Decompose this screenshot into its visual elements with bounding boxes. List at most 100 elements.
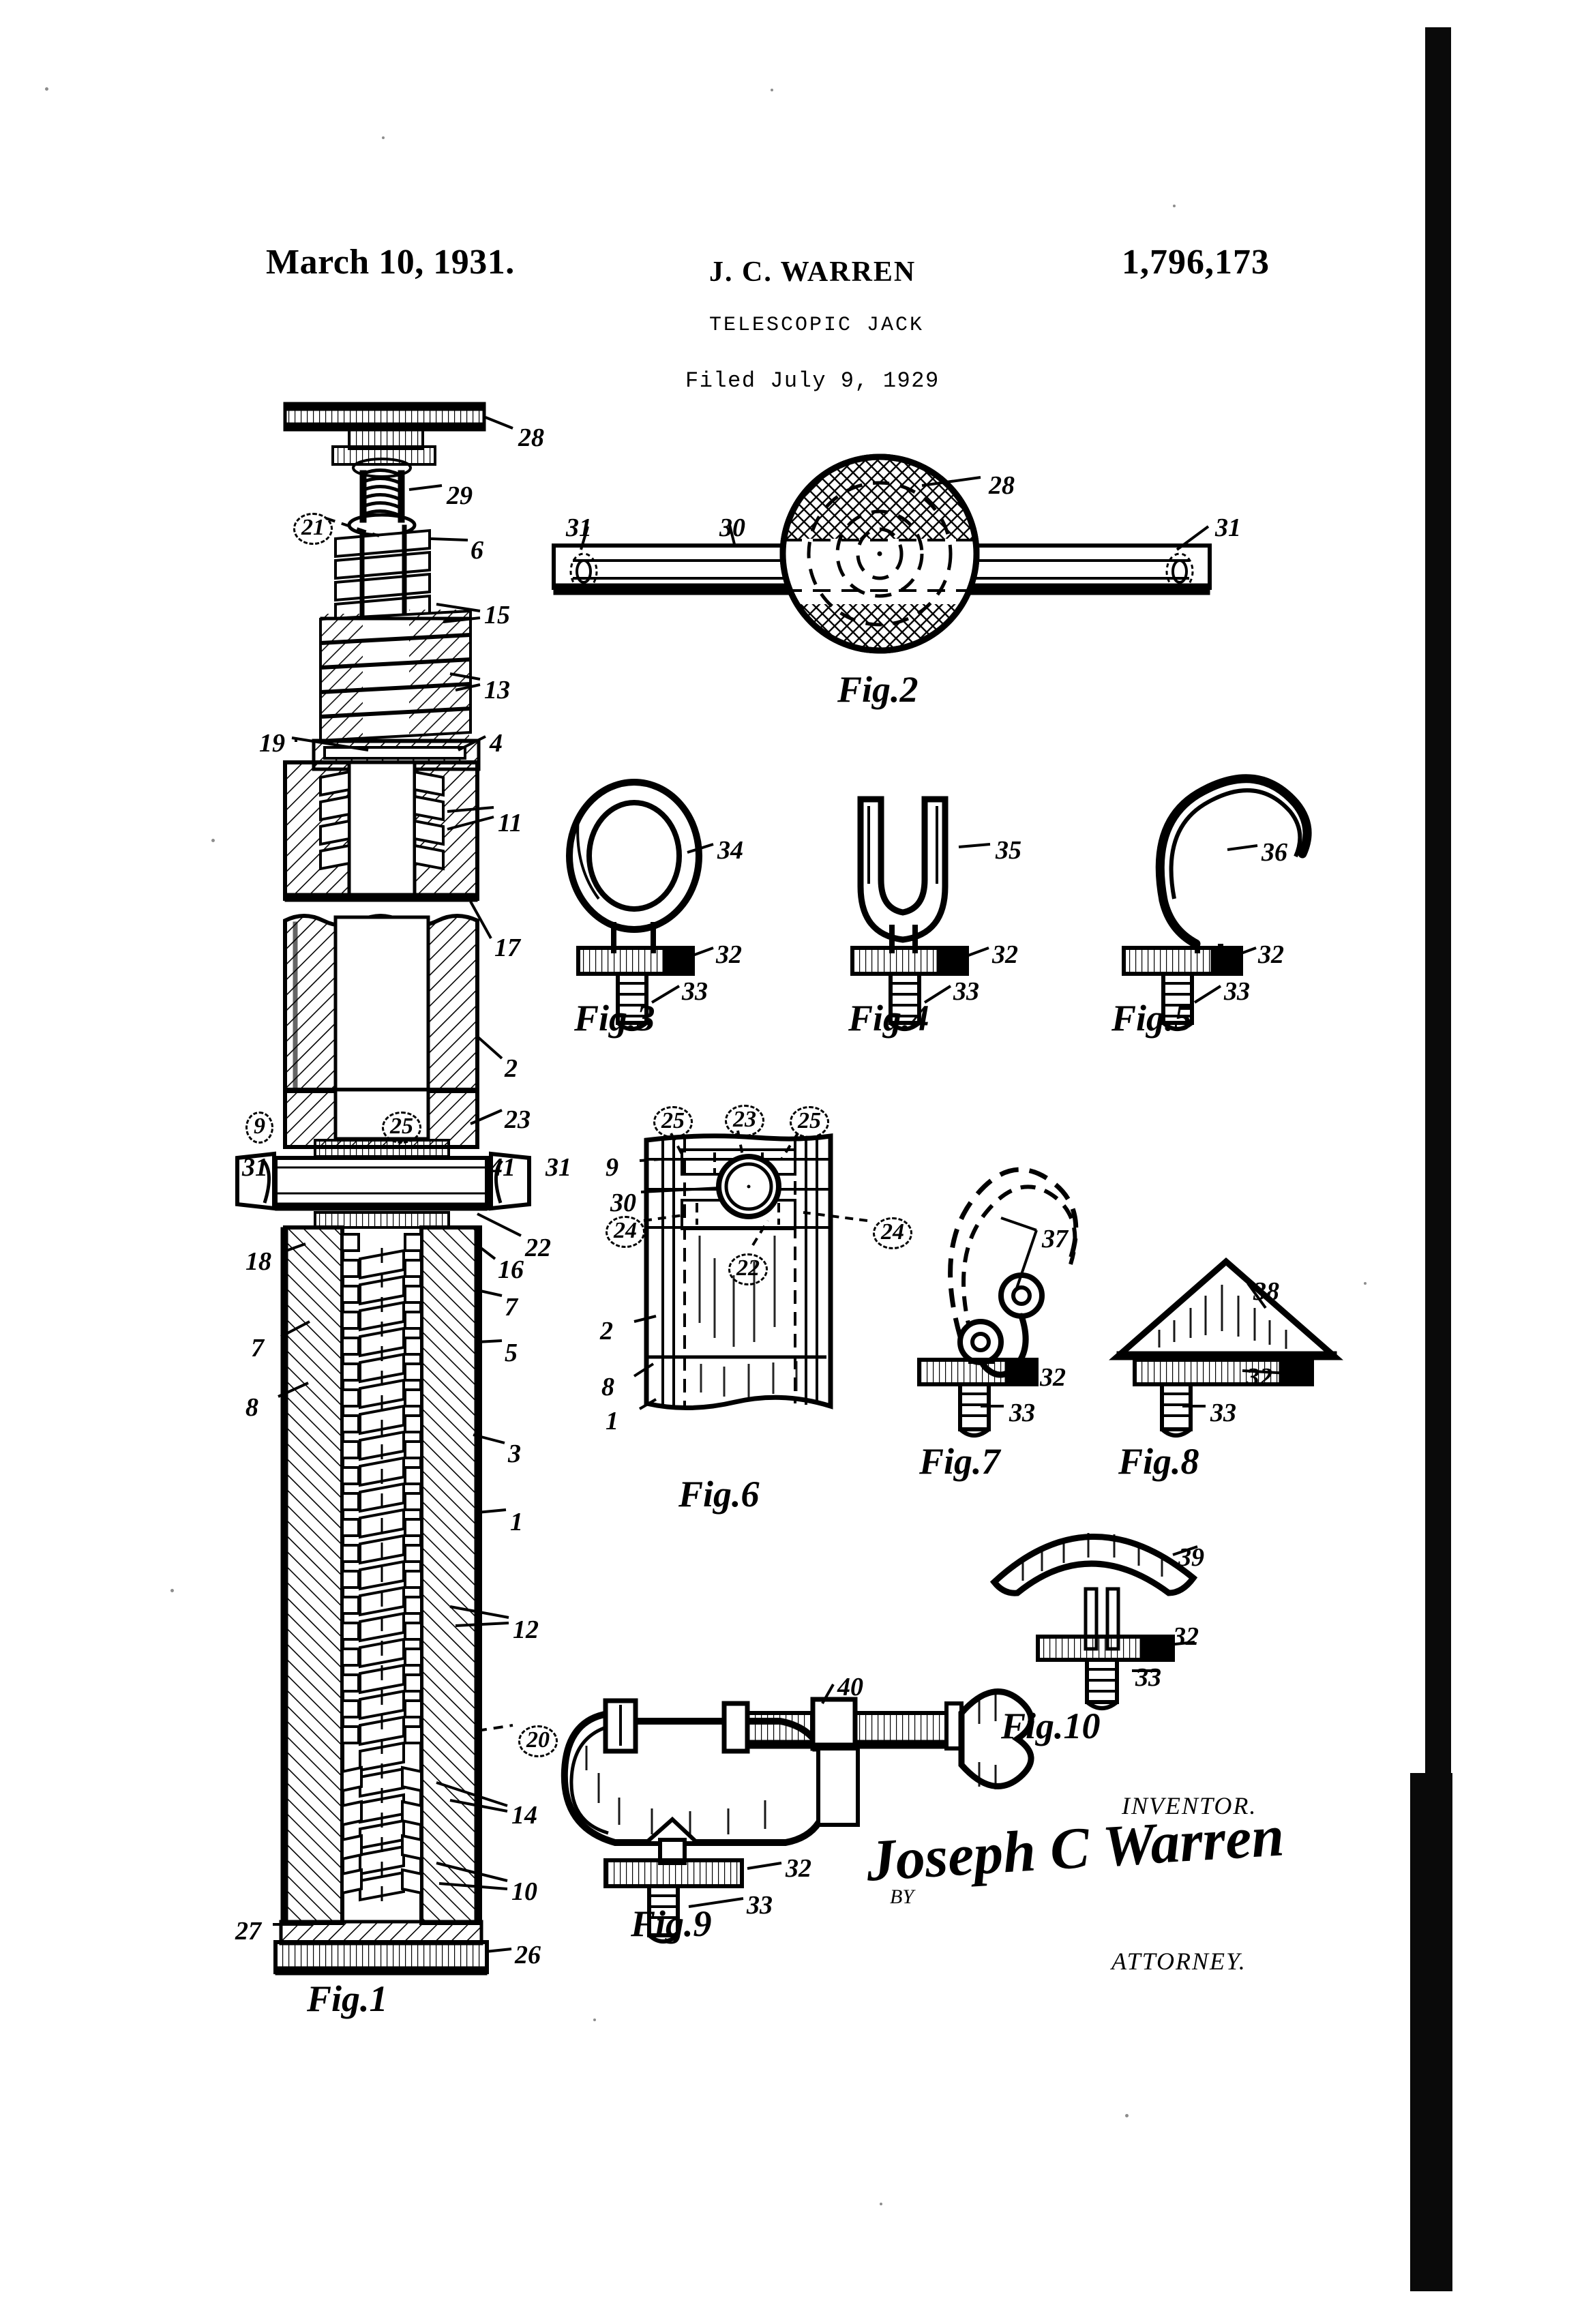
figure-4-caption: Fig.4 — [848, 998, 929, 1039]
scan-speck — [593, 2018, 596, 2021]
reference-numeral-fig6-25: 25 — [653, 1106, 693, 1138]
figure-2-handwheel-lever — [552, 453, 1212, 654]
reference-numeral-fig9-33: 33 — [747, 1891, 773, 1920]
reference-numeral-fig1-25: 25 — [382, 1112, 421, 1144]
reference-numeral-fig8-33: 33 — [1210, 1399, 1236, 1427]
reference-numeral-fig10-32: 32 — [1173, 1622, 1199, 1651]
reference-numeral-fig1-8: 8 — [245, 1393, 258, 1422]
figure-1-telescopic-jack — [235, 402, 531, 1976]
reference-numeral-fig2-30: 30 — [719, 513, 745, 542]
patent-number: 1,796,173 — [1122, 243, 1270, 282]
scan-speck — [1125, 2114, 1129, 2117]
reference-numeral-fig1-7: 7 — [251, 1334, 264, 1362]
reference-numeral-fig2-28: 28 — [989, 471, 1015, 500]
fig1-handwheel-28 — [283, 402, 486, 432]
reference-numeral-fig1-17: 17 — [494, 934, 520, 962]
reference-numeral-fig1-20: 20 — [518, 1725, 558, 1757]
reference-numeral-fig4-35: 35 — [996, 836, 1021, 865]
reference-numeral-fig1-23: 23 — [505, 1105, 531, 1134]
reference-numeral-fig1-41: 41 — [490, 1153, 516, 1182]
reference-numeral-fig3-33: 33 — [682, 977, 708, 1006]
figure-10-saddle-attachment — [989, 1533, 1198, 1710]
reference-numeral-fig1-26: 26 — [515, 1941, 541, 1969]
reference-numeral-fig1-10: 10 — [511, 1877, 537, 1906]
reference-numeral-fig1-19: 19 — [259, 729, 285, 758]
fig1-collar-41 — [235, 1139, 531, 1229]
scan-edge-artifact-lower — [1410, 1773, 1452, 2291]
reference-numeral-fig1-14: 14 — [511, 1801, 537, 1830]
figure-7-swivel-hook — [917, 1167, 1079, 1437]
reference-numeral-fig1-13: 13 — [484, 676, 510, 704]
scan-speck — [1364, 1282, 1367, 1285]
reference-numeral-fig6-24: 24 — [606, 1216, 645, 1248]
by-label: BY — [890, 1886, 914, 1908]
reference-numeral-fig7-33: 33 — [1009, 1399, 1035, 1427]
reference-numeral-fig1-9: 9 — [245, 1112, 273, 1144]
invention-title: TELESCOPIC JACK — [709, 314, 925, 337]
reference-numeral-fig5-33: 33 — [1224, 977, 1250, 1006]
figure-8-caption: Fig.8 — [1118, 1441, 1199, 1482]
reference-numeral-fig1-2: 2 — [505, 1054, 518, 1083]
reference-numeral-fig10-39: 39 — [1178, 1543, 1204, 1572]
reference-numeral-fig1-15: 15 — [484, 601, 510, 629]
figure-3-caption: Fig.3 — [574, 998, 655, 1039]
reference-numeral-fig7-37: 37 — [1042, 1225, 1068, 1253]
scan-speck — [170, 1589, 174, 1592]
reference-numeral-fig6-25: 25 — [790, 1106, 829, 1138]
reference-numeral-fig1-5: 5 — [505, 1339, 518, 1367]
figure-1-caption: Fig.1 — [307, 1978, 388, 2019]
scan-speck — [771, 89, 773, 91]
reference-numeral-fig4-33: 33 — [953, 977, 979, 1006]
figure-3-ring-attachment — [566, 779, 702, 1031]
figure-5-caption: Fig.5 — [1111, 998, 1193, 1039]
figure-10-caption: Fig.10 — [1001, 1705, 1101, 1746]
reference-numeral-fig3-32: 32 — [716, 940, 742, 969]
scan-speck — [382, 136, 385, 139]
filing-date: Filed July 9, 1929 — [685, 368, 940, 393]
figure-9-caption: Fig.9 — [631, 1903, 712, 1944]
leader-lines — [273, 416, 1289, 1953]
reference-numeral-fig6-30: 30 — [610, 1189, 636, 1217]
reference-numeral-fig1-28: 28 — [518, 423, 544, 452]
fig1-screw-6 — [334, 528, 431, 624]
reference-numeral-fig1-11: 11 — [498, 809, 522, 837]
fig1-base-26-27 — [273, 1920, 489, 1976]
reference-numeral-fig3-34: 34 — [717, 836, 743, 865]
fig1-tube-11 — [283, 760, 479, 902]
reference-numeral-fig1-22: 22 — [525, 1234, 551, 1262]
reference-numeral-fig8-32: 32 — [1247, 1363, 1272, 1392]
scan-speck — [45, 87, 48, 91]
inventor-label: INVENTOR. — [1122, 1792, 1257, 1819]
reference-numeral-fig9-40: 40 — [837, 1673, 863, 1701]
reference-numeral-fig6-8: 8 — [601, 1373, 614, 1401]
figure-9-c-clamp — [561, 1688, 1034, 1943]
scan-speck — [211, 839, 215, 842]
reference-numeral-fig1-31: 31 — [242, 1153, 268, 1182]
reference-numeral-fig6-24: 24 — [873, 1217, 912, 1249]
figure-2-caption: Fig.2 — [837, 669, 919, 710]
reference-numeral-fig10-33: 33 — [1135, 1663, 1161, 1692]
reference-numeral-fig4-32: 32 — [992, 940, 1018, 969]
publication-date: March 10, 1931. — [266, 243, 515, 282]
reference-numeral-fig5-36: 36 — [1262, 838, 1287, 867]
reference-numeral-fig7-32: 32 — [1040, 1363, 1066, 1392]
figure-4-fork-attachment — [850, 796, 969, 1031]
reference-numeral-fig1-27: 27 — [235, 1917, 261, 1946]
reference-numeral-fig1-3: 3 — [508, 1440, 521, 1468]
reference-numeral-fig1-7: 7 — [505, 1293, 518, 1322]
reference-numeral-fig5-32: 32 — [1258, 940, 1284, 969]
figure-7-caption: Fig.7 — [919, 1441, 1000, 1482]
figure-6-caption: Fig.6 — [678, 1474, 760, 1515]
scan-speck — [880, 2203, 882, 2205]
reference-numeral-fig1-31: 31 — [546, 1153, 571, 1182]
scan-speck — [1173, 205, 1176, 207]
reference-numeral-fig6-1: 1 — [606, 1407, 618, 1435]
fig1-lower-assembly — [280, 1225, 482, 1925]
figure-5-hook-attachment — [1122, 774, 1312, 1031]
attorney-label: ATTORNEY. — [1111, 1948, 1247, 1975]
fig1-spring-29 — [331, 428, 436, 537]
reference-numeral-fig8-38: 38 — [1253, 1277, 1279, 1306]
fig1-tube-2 — [283, 914, 479, 1095]
reference-numeral-fig6-9: 9 — [606, 1153, 618, 1182]
